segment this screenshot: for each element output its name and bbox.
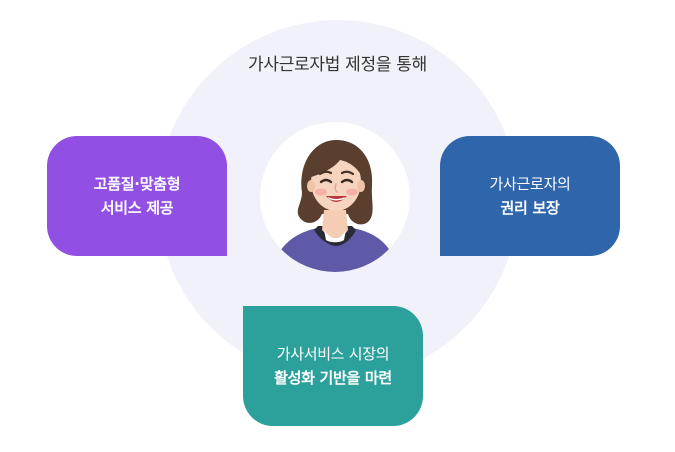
box-left-line2: 서비스 제공 xyxy=(100,199,174,217)
box-bottom-line1: 가사서비스 시장의 xyxy=(276,345,390,363)
box-bottom-line2: 활성화 기반을 마련 xyxy=(274,369,392,387)
worker-rights-box: 가사근로자의 권리 보장 xyxy=(440,136,620,256)
market-activation-box: 가사서비스 시장의 활성화 기반을 마련 xyxy=(243,306,423,426)
box-right-line1: 가사근로자의 xyxy=(489,175,571,193)
box-right-line2: 권리 보장 xyxy=(500,199,560,217)
box-left-line1: 고품질·맞춤형 xyxy=(93,175,181,193)
high-quality-service-box: 고품질·맞춤형 서비스 제공 xyxy=(47,136,227,256)
worker-avatar-icon xyxy=(260,122,410,272)
diagram-title: 가사근로자법 제정을 통해 xyxy=(248,55,427,75)
